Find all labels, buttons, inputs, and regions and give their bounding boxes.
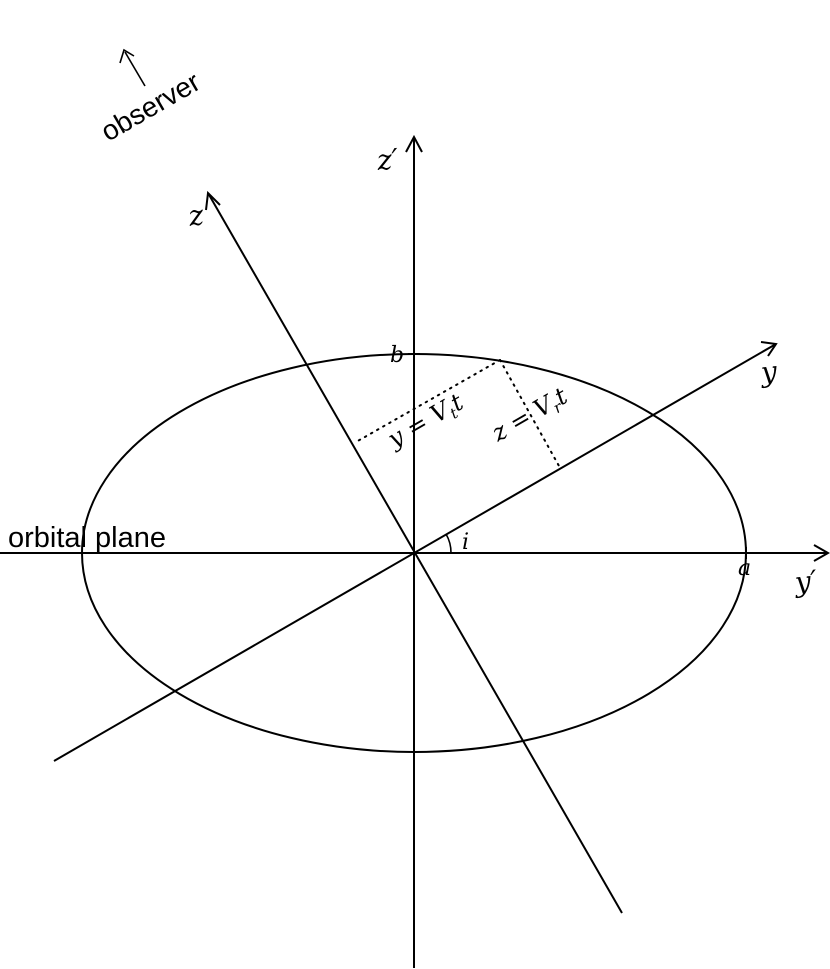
projection-to-y-axis [499,359,560,467]
y-label: y [757,354,779,389]
y-equation-label: y = Vtt [382,388,470,456]
observer-arrow [119,48,146,87]
orbital-plane-label: orbital plane [8,522,166,554]
y-equation-prefix: y = V [382,394,457,453]
a-label: a [738,556,751,581]
projection-to-z-axis [355,359,501,443]
z-label: z [185,198,205,233]
b-label: b [390,343,404,368]
inclination-arc [445,533,452,554]
y-prime-label: y′ [791,564,819,599]
z-equation-label: z = Vrt [486,382,574,451]
observer-label: observer [96,66,206,147]
y-axis [53,341,778,762]
inclination-label: i [462,530,469,555]
z-equation-prefix: z = V [486,389,560,448]
z-prime-label: z′ [375,142,401,177]
